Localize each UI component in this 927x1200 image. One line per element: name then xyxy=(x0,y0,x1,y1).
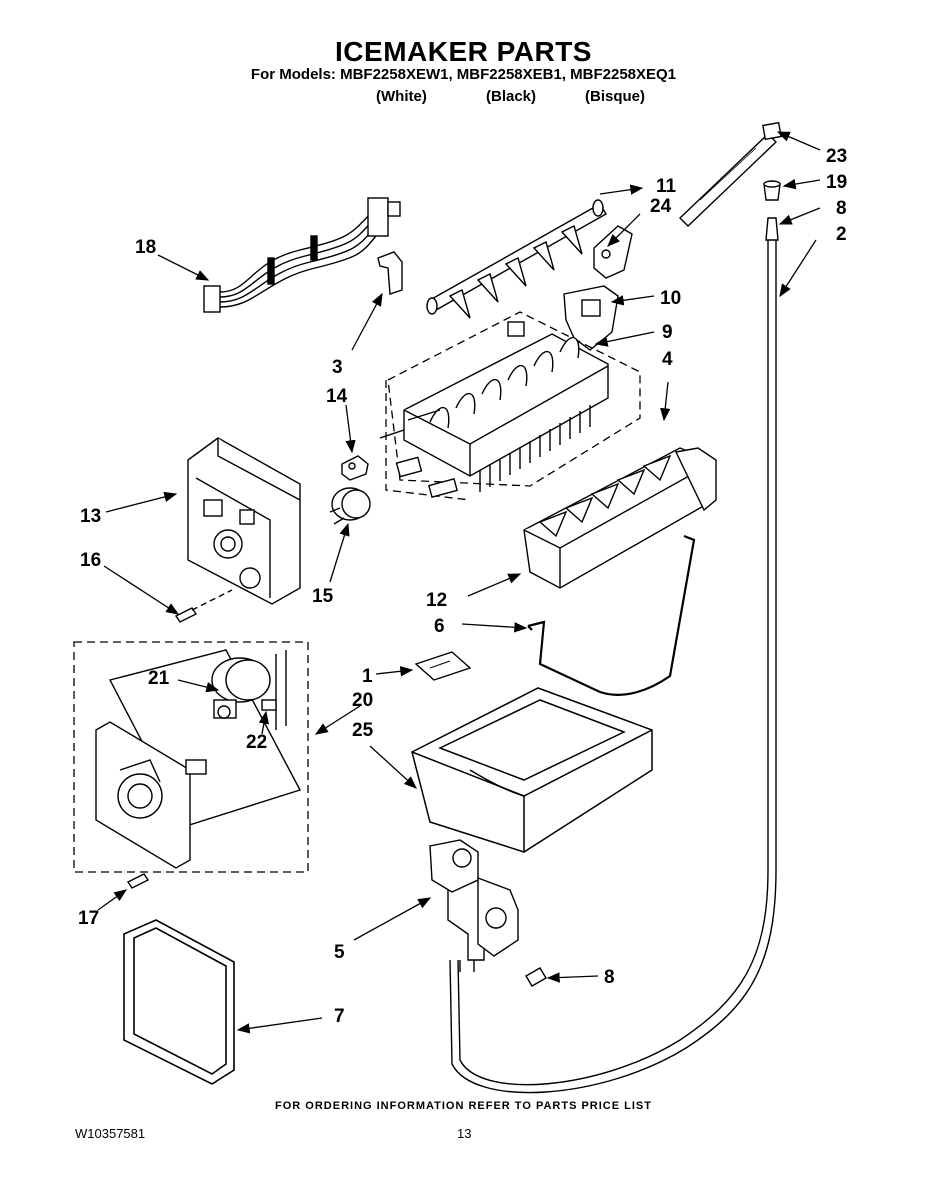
part-8-screw-bottom xyxy=(525,967,547,987)
model-list: For Models: MBF2258XEW1, MBF2258XEB1, MB… xyxy=(250,66,677,83)
callout-labels: 18 3 14 4 11 24 10 9 23 19 8 2 13 16 15 … xyxy=(78,146,847,1027)
callout-6: 6 xyxy=(434,616,445,637)
part-6-shutoff-arm xyxy=(527,534,696,696)
callout-22: 22 xyxy=(246,732,267,753)
callout-24: 24 xyxy=(650,196,672,217)
leader-lines xyxy=(97,131,821,1034)
part-20-module-frame xyxy=(73,641,309,873)
callout-19: 19 xyxy=(826,172,847,193)
part-14-bracket xyxy=(341,455,369,481)
part-12-stripper xyxy=(523,447,717,589)
ordering-note: FOR ORDERING INFORMATION REFER TO PARTS … xyxy=(275,1100,652,1112)
callout-7: 7 xyxy=(334,1006,345,1027)
part-13-control-housing xyxy=(187,437,301,605)
part-10-housing xyxy=(563,285,619,351)
callout-10: 10 xyxy=(660,288,681,309)
callout-8-top: 8 xyxy=(836,198,847,219)
part-1-pad xyxy=(414,651,472,681)
color-bisque: (Bisque) xyxy=(585,88,645,105)
callout-11: 11 xyxy=(656,176,677,197)
part-7-cover xyxy=(123,919,235,1085)
part-11-ejector xyxy=(426,199,607,319)
part-23-fill-tube xyxy=(678,121,782,227)
callout-23: 23 xyxy=(826,146,847,167)
color-black: (Black) xyxy=(486,88,537,105)
part-24-cam xyxy=(593,225,633,279)
part-20-module xyxy=(95,649,302,869)
callout-9: 9 xyxy=(662,322,673,343)
part-19-grommet xyxy=(763,180,781,201)
part-2-water-line xyxy=(449,240,777,1094)
callout-20: 20 xyxy=(352,690,373,711)
callout-21: 21 xyxy=(148,668,170,689)
callout-4: 4 xyxy=(662,349,673,370)
page-title: ICEMAKER PARTS xyxy=(335,36,592,67)
callout-13: 13 xyxy=(80,506,101,527)
callout-12: 12 xyxy=(426,590,447,611)
part-15-thermostat xyxy=(329,487,371,525)
part-17-screw xyxy=(126,873,150,889)
callout-18: 18 xyxy=(135,237,156,258)
callout-25: 25 xyxy=(352,720,374,741)
callout-3: 3 xyxy=(332,357,343,378)
callout-5: 5 xyxy=(334,942,345,963)
part-22-switch xyxy=(261,699,277,711)
document-number: W10357581 xyxy=(75,1126,146,1141)
color-white: (White) xyxy=(376,88,427,105)
callout-16: 16 xyxy=(80,550,101,571)
part-9-mold xyxy=(379,321,609,499)
part-3-clip xyxy=(377,251,403,295)
callout-8-bottom: 8 xyxy=(604,967,615,988)
part-25-ice-bin xyxy=(411,687,653,853)
callout-14: 14 xyxy=(326,386,348,407)
callout-15: 15 xyxy=(312,586,334,607)
callout-2: 2 xyxy=(836,224,847,245)
part-8-fitting-top xyxy=(765,217,779,241)
part-18-wire-harness xyxy=(203,197,401,313)
part-16-screw xyxy=(174,589,233,623)
part-21-motor xyxy=(211,650,287,730)
page-number: 13 xyxy=(457,1126,472,1141)
part-5-water-valve xyxy=(429,839,519,972)
mold-dashed-frame xyxy=(385,311,641,501)
callout-1: 1 xyxy=(362,666,373,687)
callout-17: 17 xyxy=(78,908,99,929)
